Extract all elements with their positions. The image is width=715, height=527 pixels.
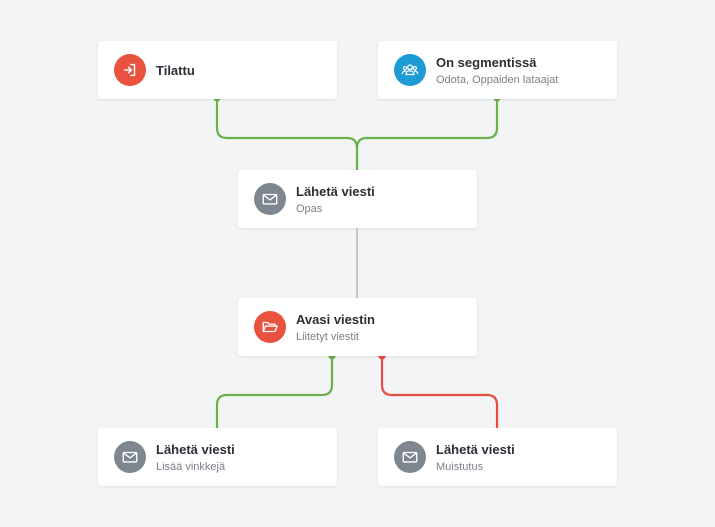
node-subtitle: Opas bbox=[296, 203, 323, 215]
node-send-reminder[interactable]: Lähetä viesti Muistutus bbox=[378, 428, 617, 486]
node-subscribed-trigger[interactable]: Tilattu bbox=[98, 41, 337, 99]
node-send-guide[interactable]: Lähetä viesti Opas bbox=[238, 170, 477, 228]
node-opened-condition[interactable]: Avasi viestin Liitetyt viestit bbox=[238, 298, 477, 356]
node-in-segment-trigger[interactable]: On segmentissä Odota, Oppaiden lataajat bbox=[378, 41, 617, 99]
folder-open-icon bbox=[254, 311, 286, 343]
mail-icon bbox=[114, 441, 146, 473]
node-title: Lähetä viesti bbox=[296, 184, 375, 199]
node-title: Lähetä viesti bbox=[436, 442, 515, 457]
node-subtitle: Liitetyt viestit bbox=[296, 331, 359, 343]
mail-icon bbox=[394, 441, 426, 473]
node-subtitle: Muistutus bbox=[436, 461, 484, 473]
node-title: On segmentissä bbox=[436, 55, 537, 70]
node-send-tips[interactable]: Lähetä viesti Lisää vinkkejä bbox=[98, 428, 337, 486]
connector-opened-no bbox=[380, 356, 499, 428]
node-subtitle: Lisää vinkkejä bbox=[156, 461, 226, 473]
connector-opened-yes bbox=[215, 356, 334, 428]
node-title: Tilattu bbox=[156, 63, 195, 78]
connector-subscribed bbox=[215, 98, 359, 170]
mail-icon bbox=[254, 183, 286, 215]
node-subtitle: Odota, Oppaiden lataajat bbox=[436, 74, 559, 86]
login-icon bbox=[114, 54, 146, 86]
node-title: Lähetä viesti bbox=[156, 442, 235, 457]
node-title: Avasi viestin bbox=[296, 312, 376, 327]
users-icon bbox=[394, 54, 426, 86]
connector-in-segment bbox=[355, 98, 499, 149]
